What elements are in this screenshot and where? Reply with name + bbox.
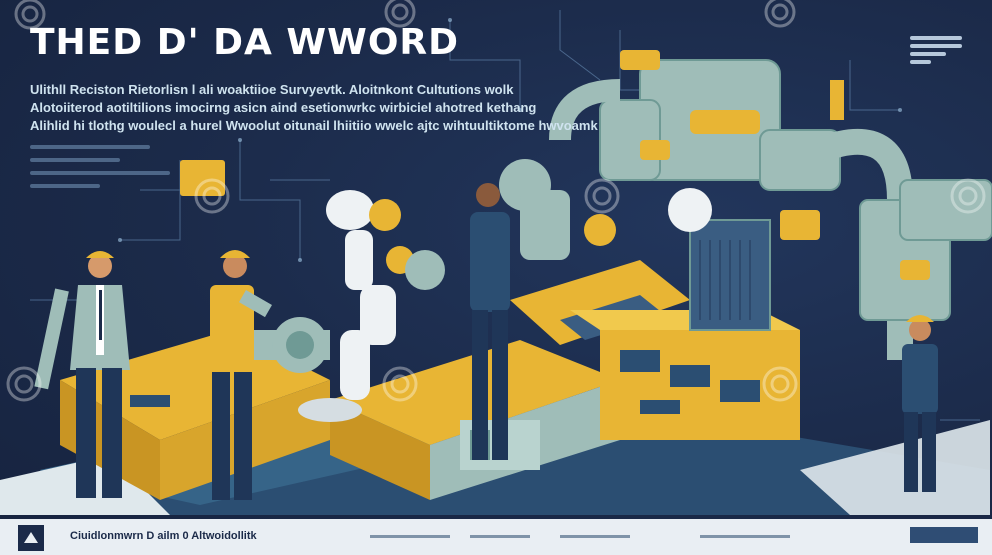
factory-logo-icon: [18, 525, 44, 551]
spec-line: [30, 158, 120, 162]
footer-text: Ciuidlonmwrn D ailm 0 Altwoidollitk: [70, 530, 257, 542]
spec-line: [30, 145, 150, 149]
dreamstime-watermark-icon: [6, 0, 986, 402]
footer-divider: [370, 535, 450, 538]
top-right-note: [910, 36, 962, 68]
footer-divider: [700, 535, 790, 538]
worker-icon: [34, 183, 938, 500]
footer-divider: [560, 535, 630, 538]
subtitle-line-3: Alihlid hi tlothg woulecl a hurel Wwoolu…: [30, 118, 598, 133]
footer-strip: Ciuidlonmwrn D ailm 0 Altwoidollitk: [0, 519, 992, 555]
yellow-accents: [180, 50, 930, 280]
subtitle-line-1: Ulithll Reciston Rietorlisn l ali woakti…: [30, 82, 514, 97]
robot-arm-icon: [298, 190, 445, 422]
spec-line: [30, 171, 170, 175]
footer-divider: [470, 535, 530, 538]
subtitle-line-2: Alotoiiterod aotiltilions imocirng asicn…: [30, 100, 537, 115]
spec-line: [30, 184, 100, 188]
machine-robot-arm: [499, 159, 712, 260]
footer-badge: [910, 527, 978, 543]
poster-title: THED D' DA WWORD: [30, 22, 460, 63]
